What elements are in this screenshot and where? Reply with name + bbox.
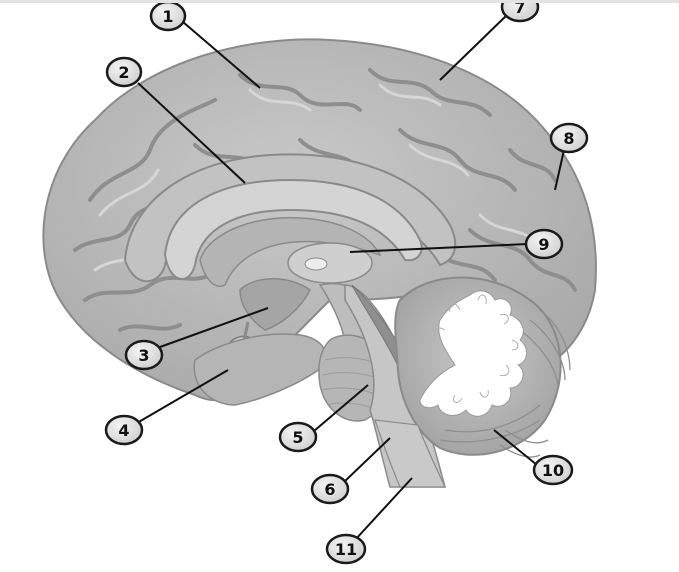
top-border <box>0 0 679 3</box>
thalamus <box>287 242 373 284</box>
interthalamic-adhesion <box>304 257 328 271</box>
corpus-callosum <box>163 178 423 280</box>
label-2-text: 2 <box>118 63 129 82</box>
label-1-text: 1 <box>162 7 173 26</box>
leader-lines <box>136 13 565 541</box>
label-6-text: 6 <box>324 480 335 499</box>
label-3: 3 <box>124 339 164 371</box>
label-9: 9 <box>524 228 564 260</box>
label-10-text: 10 <box>542 461 564 480</box>
label-10: 10 <box>532 454 574 486</box>
label-5-text: 5 <box>292 428 303 447</box>
hypothalamus <box>239 278 311 331</box>
label-7-text: 7 <box>514 0 525 17</box>
label-6: 6 <box>310 473 350 505</box>
label-7: 7 <box>500 0 540 23</box>
label-3-text: 3 <box>138 346 149 365</box>
label-1: 1 <box>149 0 187 32</box>
label-4-text: 4 <box>118 421 129 440</box>
label-4: 4 <box>104 414 144 446</box>
cerebellar-folia <box>439 309 571 458</box>
arbor-vitae <box>419 290 527 417</box>
label-11: 11 <box>325 533 367 565</box>
label-11-text: 11 <box>335 540 357 559</box>
label-5: 5 <box>278 421 318 453</box>
label-8: 8 <box>549 122 589 154</box>
label-2: 2 <box>105 56 143 88</box>
spinal-cord <box>374 419 446 488</box>
label-8-text: 8 <box>563 129 574 148</box>
label-9-text: 9 <box>538 235 549 254</box>
